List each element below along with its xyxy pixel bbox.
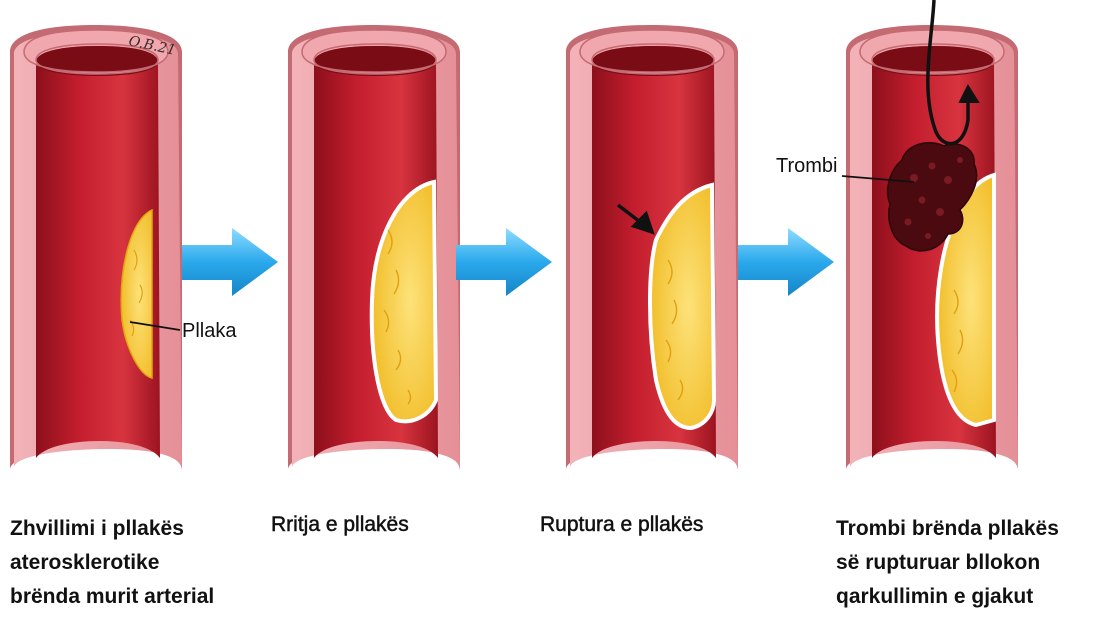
caption-stage-4: Trombi brënda pllakës së rupturuar bllok…: [836, 512, 1059, 614]
caption-line: së rupturuar bllokon: [836, 546, 1059, 580]
artery-stage-4: [842, 0, 1018, 470]
caption-line: Rritja e pllakës: [271, 508, 409, 542]
caption-line: brënda murit arterial: [10, 580, 214, 614]
caption-stage-3: Ruptura e pllakës: [540, 508, 703, 542]
caption-line: Zhvillimi i pllakës: [10, 512, 214, 546]
caption-line: Ruptura e pllakës: [540, 508, 703, 542]
caption-stage-2: Rritja e pllakës: [271, 508, 409, 542]
arrow-3: [738, 228, 834, 296]
caption-line: aterosklerotike: [10, 546, 214, 580]
caption-line: Trombi brënda pllakës: [836, 512, 1059, 546]
arrow-1: [182, 228, 278, 296]
caption-stage-1: Zhvillimi i pllakës aterosklerotike brën…: [10, 512, 214, 614]
caption-line: qarkullimin e gjakut: [836, 580, 1059, 614]
artery-stage-3: [566, 25, 738, 470]
artery-stage-1: O.B.21: [10, 25, 182, 470]
artery-stage-2: [288, 25, 460, 470]
plaque-label: Pllaka: [182, 320, 237, 342]
thrombus-label: Trombi: [776, 155, 837, 177]
arrow-2: [456, 228, 552, 296]
